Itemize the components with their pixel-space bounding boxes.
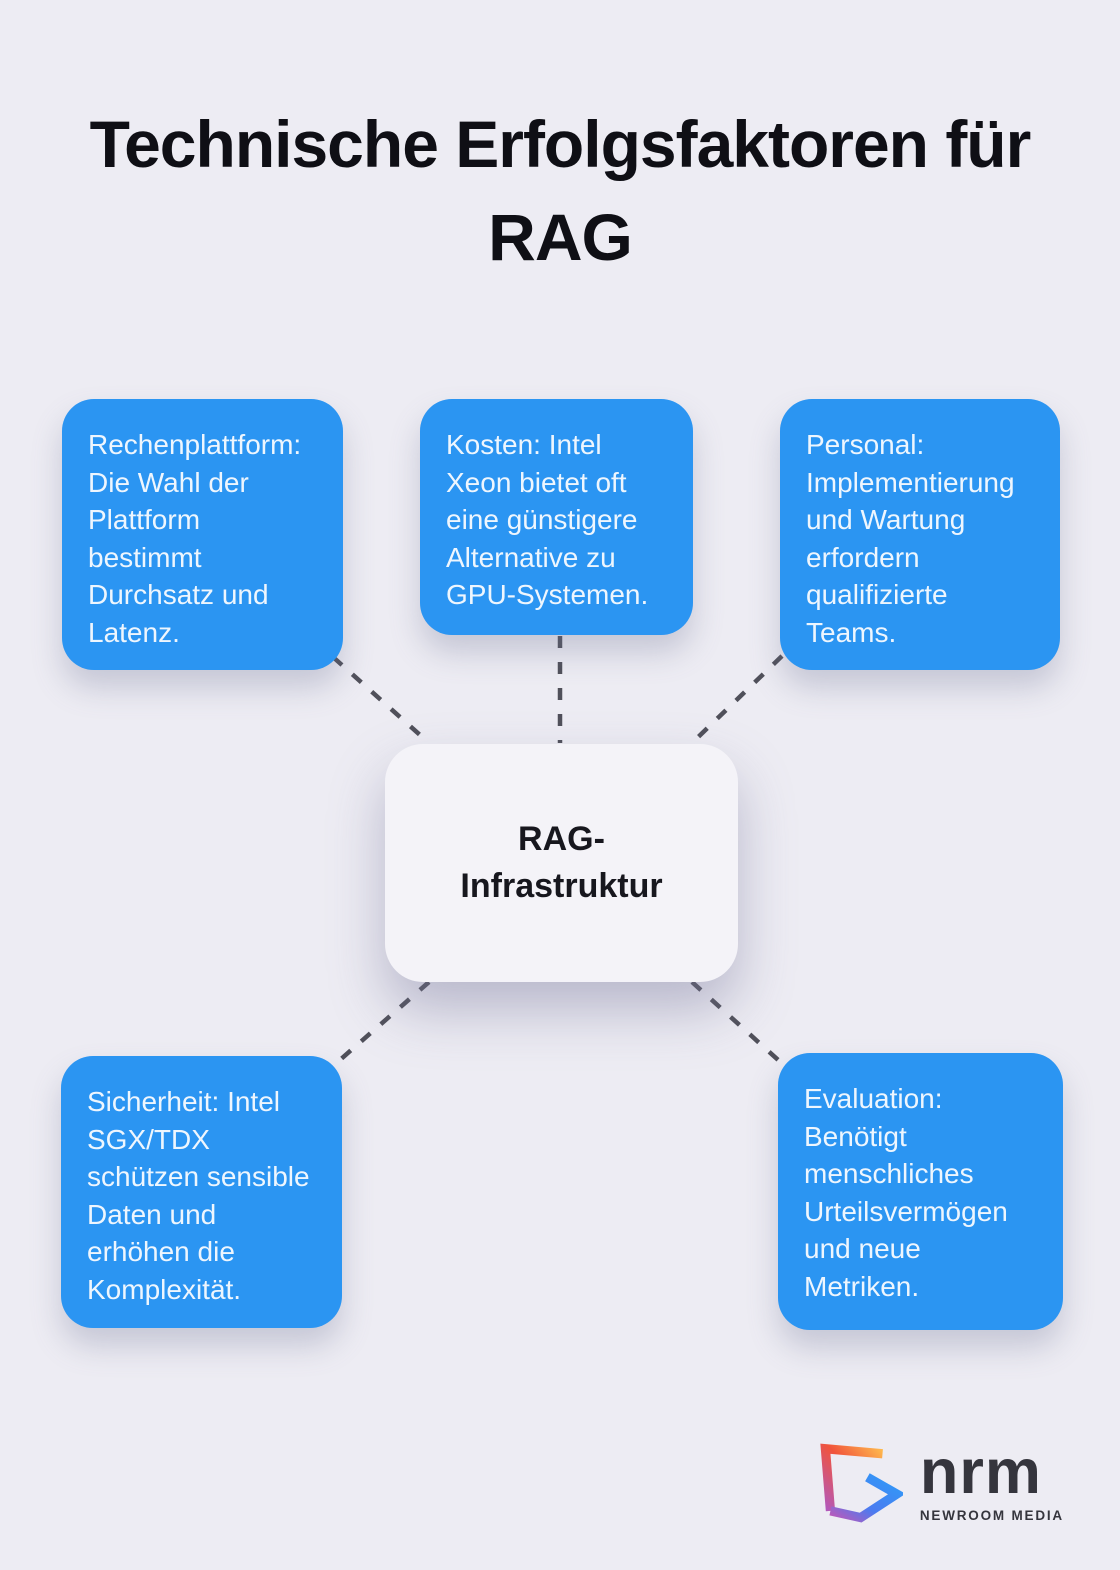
node-personal-text: Personal: Implementierung und Wartung er… — [806, 429, 1015, 648]
connector-center-evaluation — [690, 980, 789, 1070]
node-rechenplattform-text: Rechenplattform: Die Wahl der Plattform … — [88, 429, 302, 648]
logo-company-name: NEWROOM MEDIA — [919, 1507, 1064, 1523]
node-kosten: Kosten: Intel Xeon bietet oft eine günst… — [420, 399, 693, 635]
nrm-logo-icon — [820, 1443, 903, 1523]
node-evaluation: Evaluation: Benötigt menschliches Urteil… — [778, 1053, 1063, 1330]
connector-personal-center — [690, 654, 784, 745]
node-rechenplattform: Rechenplattform: Die Wahl der Plattform … — [62, 399, 343, 670]
node-rag-infrastruktur-label: RAG-Infrastruktur — [460, 820, 663, 905]
logo-abbr: nrm — [919, 1436, 1042, 1507]
logo-text-block: nrm NEWROOM MEDIA — [919, 1436, 1064, 1523]
newroom-media-logo: nrm NEWROOM MEDIA — [815, 1436, 1064, 1526]
node-rag-infrastruktur: RAG-Infrastruktur — [385, 744, 738, 982]
connector-center-sicherheit — [331, 980, 431, 1068]
node-personal: Personal: Implementierung und Wartung er… — [780, 399, 1060, 670]
node-sicherheit: Sicherheit: Intel SGX/TDX schützen sensi… — [61, 1056, 342, 1328]
node-evaluation-text: Evaluation: Benötigt menschliches Urteil… — [804, 1083, 1008, 1302]
page-title: Technische Erfolgsfaktoren für RAG — [89, 107, 1032, 274]
connector-rechenplattform-center — [331, 655, 431, 745]
node-sicherheit-text: Sicherheit: Intel SGX/TDX schützen sensi… — [87, 1086, 310, 1305]
node-kosten-text: Kosten: Intel Xeon bietet oft eine günst… — [446, 429, 649, 610]
